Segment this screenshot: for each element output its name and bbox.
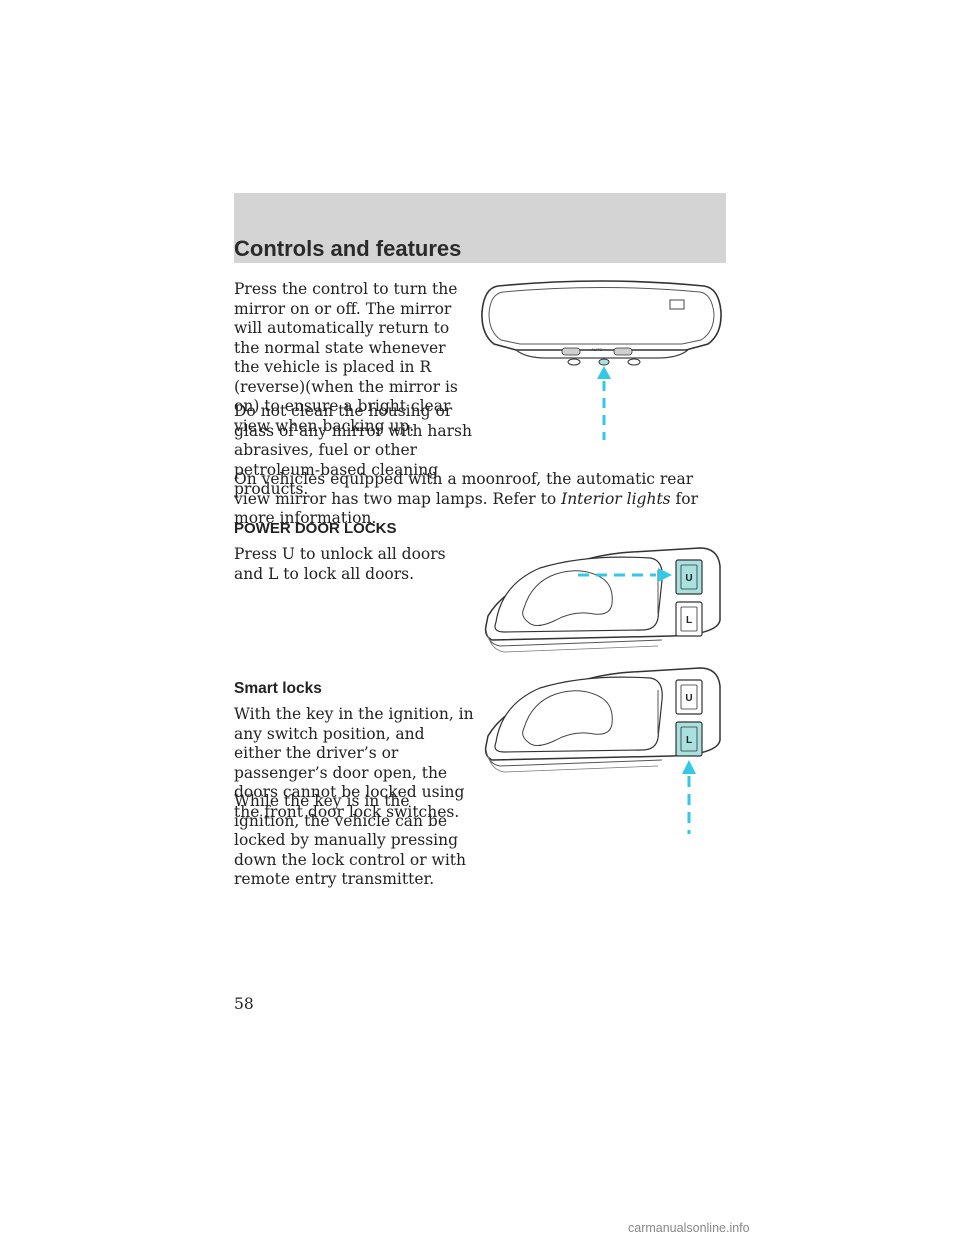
mirror-paragraph-3: On vehicles equipped with a moonroof, th… bbox=[234, 470, 699, 527]
arrow-up-icon bbox=[682, 760, 696, 774]
arrow-right-icon bbox=[658, 568, 672, 582]
header-band bbox=[234, 193, 726, 263]
page-title: Controls and features bbox=[234, 236, 462, 261]
power-door-locks-heading: POWER DOOR LOCKS bbox=[234, 520, 397, 537]
unlock-u-label: U bbox=[685, 573, 692, 584]
unlock-u-label-2: U bbox=[685, 693, 692, 704]
interior-lights-reference: Interior lights bbox=[561, 489, 671, 508]
watermark: carmanualsonline.info bbox=[628, 1221, 750, 1235]
page-number: 58 bbox=[234, 995, 254, 1013]
rearview-mirror-illustration: AUTO bbox=[481, 280, 722, 440]
mirror-paragraph-1: Press the control to turn the mirror on … bbox=[234, 280, 458, 435]
arrow-up-icon bbox=[597, 366, 611, 379]
power-door-locks-paragraph: Press U to unlock all doors and L to loc… bbox=[234, 545, 446, 583]
lock-l-label: L bbox=[686, 615, 692, 626]
door-lock-panel-illustration-2: U L bbox=[484, 667, 721, 834]
door-lock-panel-illustration-1: U L bbox=[484, 547, 721, 653]
mirror-auto-label: AUTO bbox=[591, 347, 602, 352]
smart-locks-paragraph-2: While the key is in the ignition, the ve… bbox=[234, 792, 466, 888]
smart-locks-paragraph-1: With the key in the ignition, in any swi… bbox=[234, 705, 474, 821]
lock-l-label-2: L bbox=[686, 735, 692, 746]
mirror-paragraph-2: Do not clean the housing or glass of any… bbox=[234, 402, 472, 498]
smart-locks-heading: Smart locks bbox=[234, 680, 322, 697]
